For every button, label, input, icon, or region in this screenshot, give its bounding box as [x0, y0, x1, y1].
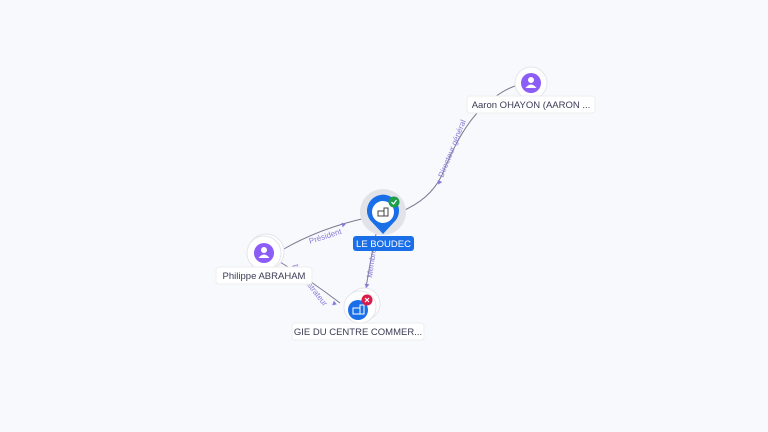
arrow-icon: [332, 300, 337, 306]
active-status-icon: [388, 196, 400, 208]
edge-label-membre: Membre: [365, 247, 378, 278]
node-philippe[interactable]: Philippe ABRAHAM: [215, 233, 313, 285]
node-aaron[interactable]: Aaron OHAYON (AARON ...: [466, 66, 596, 114]
edge-label-directeur: Directeur général: [437, 118, 468, 178]
node-label: Aaron OHAYON (AARON ...: [472, 100, 591, 111]
node-gie[interactable]: GIE DU CENTRE COMMER...: [291, 287, 425, 341]
node-le-boudec[interactable]: LE BOUDEC: [353, 189, 414, 251]
building-icon: [383, 207, 389, 217]
node-label: LE BOUDEC: [356, 239, 411, 250]
edge-president: [281, 217, 367, 251]
node-label: GIE DU CENTRE COMMER...: [294, 327, 422, 338]
arrow-icon: [437, 179, 443, 185]
arrow-icon: [341, 222, 346, 228]
node-label: Philippe ABRAHAM: [223, 271, 306, 282]
arrow-icon: [364, 283, 370, 288]
